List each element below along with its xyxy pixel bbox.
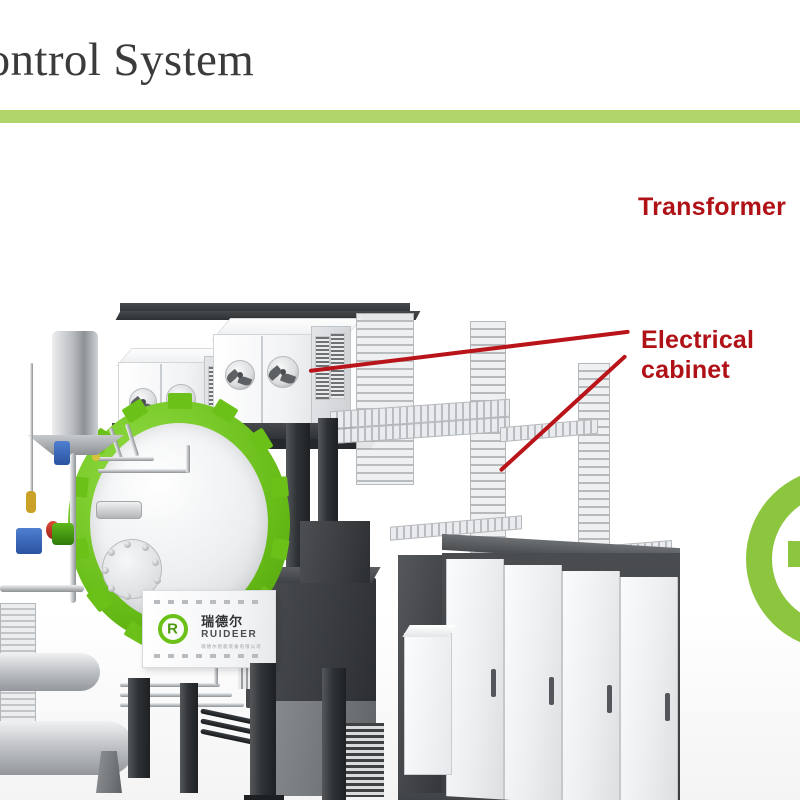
cabinet-door-handle[interactable]	[607, 685, 612, 713]
brand-subtitle: 瑞德尔智能装备有限公司	[201, 644, 262, 650]
column-footplate	[244, 795, 284, 800]
perforated-back-panel	[356, 313, 414, 485]
cabinet-door	[562, 571, 620, 800]
cooling-fan-icon	[225, 360, 255, 390]
vertical-tank	[52, 331, 98, 439]
tank-funnel	[28, 435, 124, 455]
cooling-fan-icon	[267, 356, 299, 388]
cabinet-door	[620, 577, 678, 800]
cabinet-door-handle[interactable]	[549, 677, 554, 705]
process-pipe	[120, 683, 220, 687]
label-electrical-cabinet: Electrical cabinet	[641, 326, 754, 385]
product-illustration: 瑞德尔 RUIDEER 瑞德尔智能装备有限公司	[0, 123, 800, 800]
valve-blue-small	[54, 441, 70, 465]
floor-column-4	[180, 683, 198, 793]
cabinet-side-box-top	[402, 625, 456, 637]
vessel-saddle	[96, 751, 122, 793]
sensor-probe	[26, 491, 36, 513]
floor-column-3	[322, 668, 346, 800]
page-title: ic Control System	[0, 34, 255, 86]
side-port	[96, 501, 142, 519]
brand-name-cn: 瑞德尔	[201, 613, 244, 629]
ruideer-logo-icon	[157, 613, 188, 644]
valve-green	[52, 523, 74, 545]
valve-blue	[16, 528, 42, 554]
cabinet-door	[504, 565, 562, 800]
process-pipe	[120, 693, 232, 697]
cabinet-side-box	[404, 633, 452, 775]
brand-nameplate: 瑞德尔 RUIDEER 瑞德尔智能装备有限公司	[142, 590, 276, 668]
label-transformer: Transformer	[638, 193, 787, 221]
label-electrical-cabinet-line2: cabinet	[641, 355, 730, 384]
transformer-unit-2	[211, 318, 363, 438]
floor-column-1	[128, 678, 150, 778]
brand-name-en: RUIDEER	[201, 629, 258, 640]
cabinet-door-handle[interactable]	[665, 693, 670, 721]
cabinet-door	[446, 559, 504, 800]
brand-watermark-bar	[788, 541, 800, 567]
floor-column-2	[250, 663, 276, 798]
cabinet-plinth-side	[398, 793, 446, 800]
title-divider-rule	[0, 110, 800, 123]
label-electrical-cabinet-line1: Electrical	[641, 326, 755, 354]
instrument-line	[30, 363, 33, 493]
machine-rear-block	[300, 521, 370, 583]
horizontal-vessel-1	[0, 653, 100, 691]
cabinet-door-handle[interactable]	[491, 669, 496, 697]
electrical-cabinet	[398, 533, 680, 800]
header-pipe	[0, 585, 84, 592]
